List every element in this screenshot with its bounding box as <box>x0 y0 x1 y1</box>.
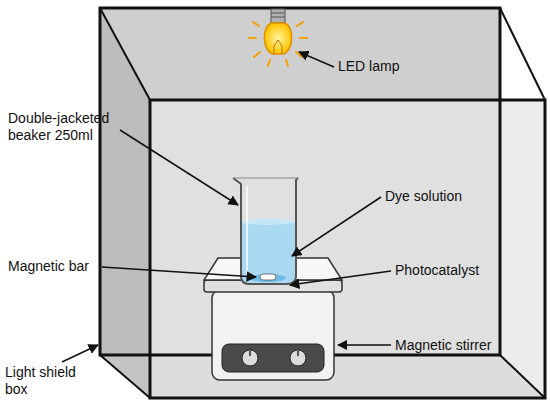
callout-label: Light shield box <box>5 364 87 398</box>
light-shield-box <box>100 8 545 398</box>
callout-label: Magnetic stirrer <box>395 337 525 354</box>
leader-arrows <box>62 52 391 362</box>
callout-label: Dye solution <box>385 188 485 205</box>
callout-label: LED lamp <box>338 58 428 75</box>
magnetic-stirrer <box>204 258 342 380</box>
callout-label: Photocatalyst <box>395 262 495 279</box>
double-jacketed-beaker <box>233 178 298 284</box>
callout-label: Magnetic bar <box>8 258 103 275</box>
led-lamp <box>249 9 307 66</box>
callout-label: Double-jacketed beaker 250ml <box>8 110 118 144</box>
